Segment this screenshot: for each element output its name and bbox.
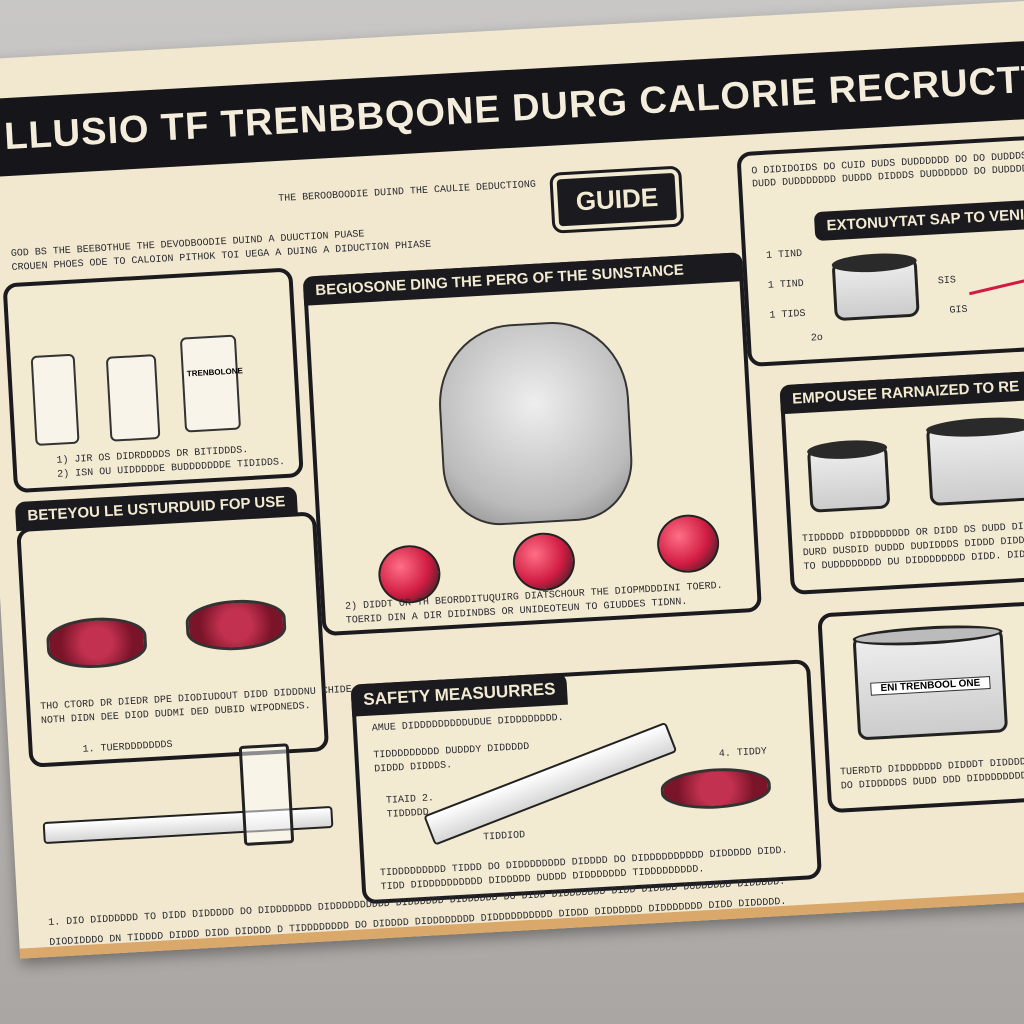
safety-note: TIAID 2. — [385, 793, 435, 807]
dropper-bottle-icon — [30, 353, 80, 446]
safety-note: 4. TIDDY — [718, 746, 768, 761]
tick-label: 2o — [810, 332, 824, 345]
syringe-icon — [423, 721, 678, 846]
bottle-label: TRENBOLONE — [186, 366, 244, 379]
trenbolone-jar-icon: ENI TRENBOOL ONE — [852, 622, 1009, 741]
chart-heading: EXTONUYTAT SAP TO VENIDIEW — [813, 197, 1024, 242]
jar-label: ENI TRENBOOL ONE — [869, 675, 992, 696]
safety-note: TIDDDDD — [386, 807, 430, 821]
realized-panel: EMPOUSEE RARNAIZED TO RE TIDDDDD DIDDDDD… — [779, 368, 1024, 595]
substance-panel: BEGIOSONE DING THE PERG OF THE SUNSTANCE… — [302, 252, 763, 637]
intro-line: THE BEROOBOODIE DUIND THE CAULIE DEDUCTI… — [277, 179, 537, 206]
usage-panel: BETEYOU LE USTURDUID FOP USE THO CTORD D… — [14, 486, 382, 768]
jar-icon — [925, 415, 1024, 507]
safety-panel: SAFETY MEASUURRES AMUE DIDDDDDDDDDUDUE D… — [350, 659, 823, 905]
pellet-dish-icon — [184, 597, 288, 653]
bottle-icon: TRENBOLONE — [179, 334, 244, 433]
jar-panel: ENI TRENBOOL ONE TUERDTD DIDDDDDDD DIDDD… — [817, 597, 1024, 814]
pellet-dish-icon — [45, 615, 149, 671]
measuring-cup-icon — [238, 743, 295, 846]
poster: LLUSIO TF TRENBBQONE DURG CALORIE RECRUC… — [0, 0, 1024, 959]
tick-label: 1 TIDS — [769, 308, 806, 322]
realized-heading: EMPOUSEE RARNAIZED TO RE — [779, 368, 1024, 415]
tick-label: 1 TIND — [765, 248, 803, 262]
muscle-torso-illustration — [434, 317, 636, 529]
jar-icon — [806, 438, 891, 513]
tick-label: 1 TIND — [767, 278, 805, 292]
substance-heading: BEGIOSONE DING THE PERG OF THE SUNSTANCE — [302, 252, 744, 306]
chart-intro: O DIDIDOIDS DO CUID DUDS DUDDDDDD DO DO … — [751, 150, 1024, 191]
trend-line — [969, 269, 1024, 296]
apple-icon — [655, 512, 721, 575]
safety-text: AMUE DIDDDDDDDDDUDUE DIDDDDDDDD. — [371, 712, 565, 735]
tick-label: GIS — [949, 304, 968, 317]
apple-icon — [511, 531, 577, 593]
safety-note: TIDDIOD — [482, 830, 526, 844]
jar-icon — [831, 251, 920, 322]
tick-label: SIS — [937, 275, 957, 288]
pellet-dish-icon — [659, 765, 772, 812]
usage-heading: BETEYOU LE USTURDUID FOP USE — [14, 486, 299, 532]
bottles-panel: TRENBOLONE 1) JIR OS DIDRDDDDS DR BITIDD… — [2, 267, 304, 494]
step-label: 1. TUERDDDDDDDS — [82, 739, 173, 756]
guide-badge: GUIDE — [549, 165, 685, 234]
safety-heading: SAFETY MEASUURRES — [350, 672, 569, 717]
chart-panel: O DIDIDOIDS DO CUID DUDS DUDDDDDD DO DO … — [736, 133, 1024, 368]
bottle-icon — [105, 354, 161, 442]
